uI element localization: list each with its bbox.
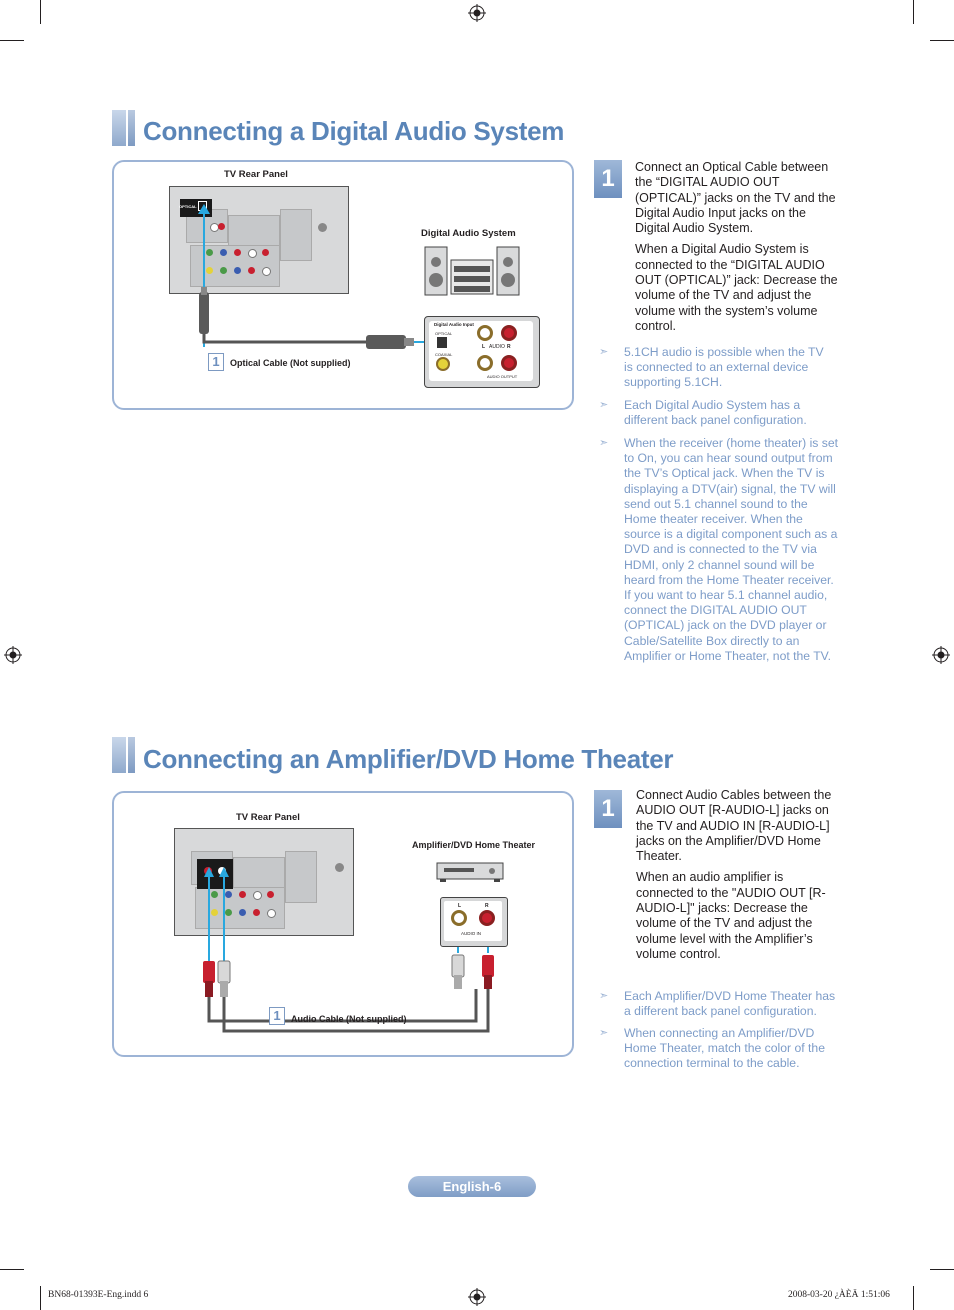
diagram-amplifier: TV Rear Panel (112, 791, 574, 1057)
audio-in-r-jack (479, 910, 495, 926)
note: ➣ Each Digital Audio System has a differ… (599, 398, 834, 428)
note-arrow-icon: ➣ (599, 399, 609, 411)
audio-cable-label: Audio Cable (Not supplied) (291, 1014, 407, 1024)
note: ➣ 5.1CH audio is possible when the TV is… (599, 345, 834, 391)
audio-in-label: AUDIO IN (461, 931, 482, 936)
registration-mark-icon (4, 646, 22, 664)
section-title: Connecting a Digital Audio System (143, 116, 565, 146)
device-audio-r-jack (501, 325, 517, 341)
registration-mark-icon (468, 1288, 486, 1306)
crop-mark (930, 1269, 954, 1270)
registration-mark-icon (932, 646, 950, 664)
device-coaxial-jack (436, 357, 450, 371)
diagram-digital-audio: TV Rear Panel OPTICAL 1 Optical Ca (112, 160, 574, 410)
tv-optical-jack-label: OPTICAL (179, 204, 197, 209)
cable-step-badge: 1 (208, 353, 224, 371)
step-badge: 1 (594, 790, 622, 828)
device-r-label: R (485, 903, 489, 909)
step-paragraph: Connect an Optical Cable between the “DI… (635, 160, 836, 236)
device-l-label: L (458, 903, 462, 909)
tv-rear-panel-label: TV Rear Panel (236, 812, 300, 823)
step-paragraph: Connect Audio Cables between the AUDIO O… (636, 788, 832, 864)
note: ➣ When the receiver (home theater) is se… (599, 436, 842, 664)
crop-mark (913, 0, 914, 24)
note-arrow-icon: ➣ (599, 1027, 609, 1039)
section-marker (112, 110, 126, 146)
note-text: When the receiver (home theater) is set … (624, 436, 839, 663)
tv-rear-panel (174, 828, 354, 936)
device-out-r-jack (501, 355, 517, 371)
section-title: Connecting an Amplifier/DVD Home Theater (143, 744, 674, 774)
note-text: Each Amplifier/DVD Home Theater has a di… (624, 989, 836, 1019)
device-l-label: L (482, 344, 486, 350)
note-arrow-icon: ➣ (599, 346, 609, 358)
section-marker (128, 110, 135, 146)
cable-step-badge: 1 (269, 1007, 285, 1025)
note: ➣ When connecting an Amplifier/DVD Home … (599, 1026, 834, 1072)
device-optical-jack (437, 337, 447, 348)
device-coaxial-label: COAXIAL (435, 352, 453, 357)
note-arrow-icon: ➣ (599, 437, 609, 449)
step-instructions: Connect Audio Cables between the AUDIO O… (636, 788, 841, 968)
optical-cable-label: Optical Cable (Not supplied) (230, 358, 351, 368)
page-number-badge: English-6 (408, 1176, 536, 1197)
device-out-l-jack (477, 355, 493, 371)
crop-mark (40, 0, 41, 24)
note-text: 5.1CH audio is possible when the TV is c… (624, 345, 824, 390)
step-paragraph: When an audio amplifier is connected to … (636, 870, 826, 961)
crop-mark (40, 1286, 41, 1310)
step-paragraph: When a Digital Audio System is connected… (635, 242, 838, 333)
crop-mark (913, 1286, 914, 1310)
crop-mark (0, 1269, 24, 1270)
dvd-player-icon (436, 862, 504, 882)
note: ➣ Each Amplifier/DVD Home Theater has a … (599, 989, 842, 1019)
step-instructions: Connect an Optical Cable between the “DI… (635, 160, 840, 340)
audio-in-panel: L R AUDIO IN (440, 897, 508, 947)
device-audio-l-jack (477, 325, 493, 341)
tv-rear-panel-label: TV Rear Panel (224, 169, 288, 180)
step-badge: 1 (594, 160, 622, 198)
device-r-label: R (507, 344, 511, 350)
digital-audio-input-title: Digital Audio Input (434, 322, 474, 327)
section-marker (128, 737, 135, 773)
slug-left: BN68-01393E-Eng.indd 6 (48, 1290, 149, 1300)
optical-cable (198, 204, 448, 349)
device-audio-output-label: AUDIO OUTPUT (487, 374, 518, 379)
section-marker (112, 737, 126, 773)
audio-in-l-jack (451, 910, 467, 926)
digital-audio-system-label: Digital Audio System (421, 228, 516, 239)
note-arrow-icon: ➣ (599, 990, 609, 1002)
note-text: Each Digital Audio System has a differen… (624, 398, 807, 428)
device-audio-label: AUDIO (489, 344, 505, 350)
slug-right: 2008-03-20 ¿ÀÈÄ 1:51:06 (788, 1290, 890, 1300)
crop-mark (930, 40, 954, 41)
crop-mark (0, 40, 24, 41)
device-optical-label: OPTICAL (435, 331, 453, 336)
note-text: When connecting an Amplifier/DVD Home Th… (624, 1026, 825, 1071)
digital-audio-input-panel: Digital Audio Input OPTICAL COAXIAL L AU… (424, 316, 540, 388)
speaker-system-icon (424, 246, 520, 296)
amplifier-label: Amplifier/DVD Home Theater (412, 840, 536, 850)
registration-mark-icon (468, 4, 486, 22)
